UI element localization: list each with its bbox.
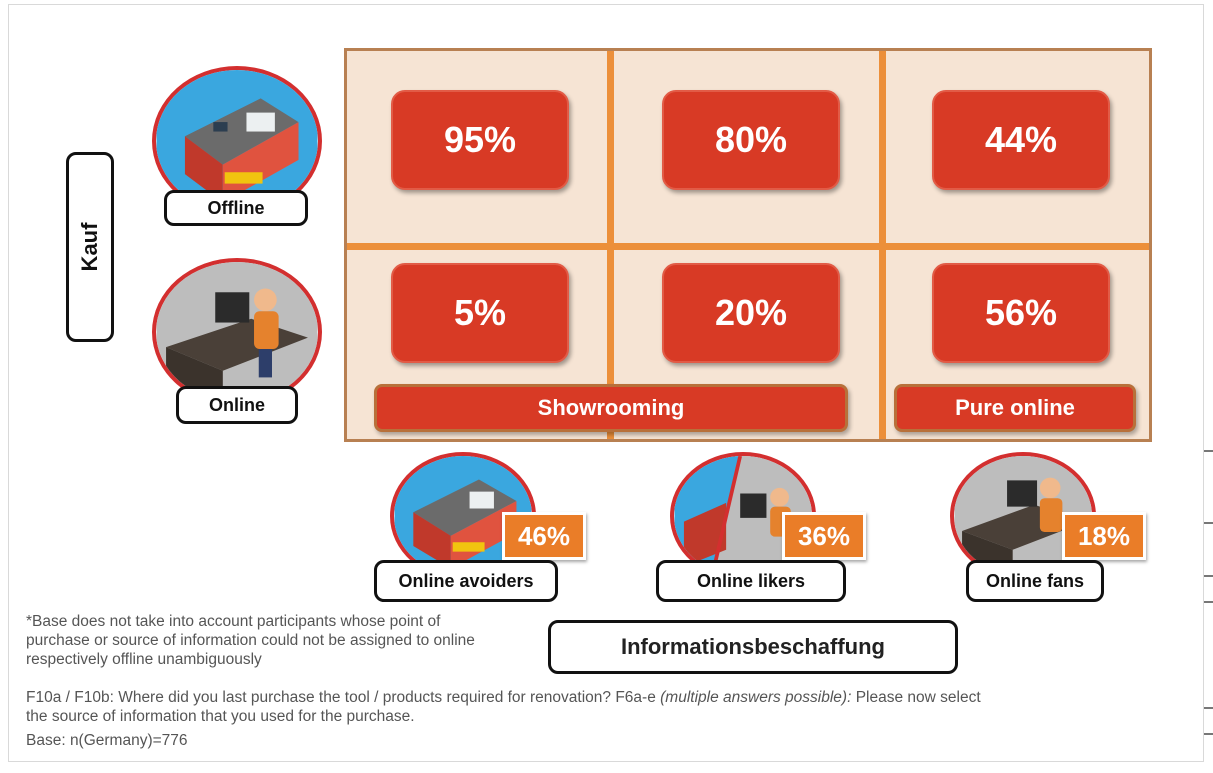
segment-label-fans: Online fans: [966, 560, 1104, 602]
edge-mark: [1204, 733, 1213, 735]
showrooming-banner: Showrooming: [374, 384, 848, 432]
segment-share-avoiders: 46%: [502, 512, 586, 560]
edge-mark: [1204, 601, 1213, 603]
axis-label-kauf: Kauf: [66, 152, 114, 342]
edge-mark: [1204, 707, 1213, 709]
question-footnote: F10a / F10b: Where did you last purchase…: [26, 688, 986, 726]
segment-label-avoiders: Online avoiders: [374, 560, 558, 602]
cell-online-avoiders: 5%: [391, 263, 569, 363]
cell-online-fans: 56%: [932, 263, 1110, 363]
edge-mark: [1204, 450, 1213, 452]
cell-offline-likers: 80%: [662, 90, 840, 190]
pure-online-banner: Pure online: [894, 384, 1136, 432]
edge-mark: [1204, 522, 1213, 524]
base-footnote: *Base does not take into account partici…: [26, 613, 475, 668]
row-divider: [347, 243, 1149, 250]
segment-share-likers: 36%: [782, 512, 866, 560]
slide-frame: [8, 4, 1204, 762]
row-label-offline: Offline: [164, 190, 308, 226]
axis-kauf-text: Kauf: [77, 222, 102, 272]
row-label-online: Online: [176, 386, 298, 424]
cell-offline-fans: 44%: [932, 90, 1110, 190]
computer-user-icon: [152, 258, 322, 406]
segment-share-fans: 18%: [1062, 512, 1146, 560]
cell-offline-avoiders: 95%: [391, 90, 569, 190]
axis-label-informationsbeschaffung: Informationsbeschaffung: [548, 620, 958, 674]
question-text-continued: Please now select the source of informat…: [26, 689, 981, 725]
question-text: F10a / F10b: Where did you last purchase…: [26, 689, 661, 706]
base-size-note: Base: n(Germany)=776: [26, 732, 188, 749]
mall-icon: [390, 452, 536, 580]
cell-online-likers: 20%: [662, 263, 840, 363]
question-italic: (multiple answers possible):: [660, 689, 852, 706]
segment-label-likers: Online likers: [656, 560, 846, 602]
edge-mark: [1204, 575, 1213, 577]
